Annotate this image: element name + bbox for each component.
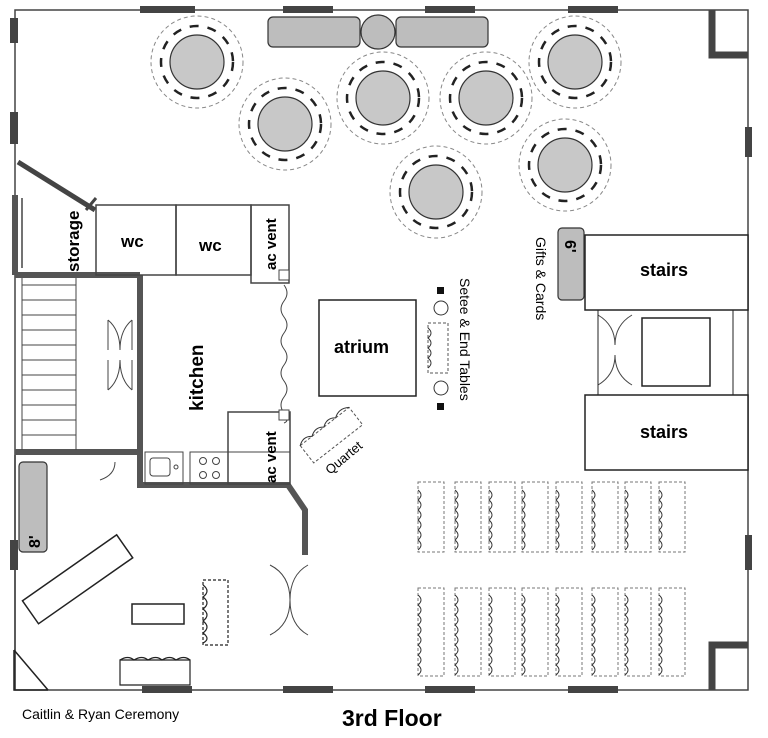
atrium-label: atrium <box>334 337 389 357</box>
setee-label: Setee & End Tables <box>457 278 473 401</box>
round-table <box>389 145 483 239</box>
round-table <box>238 77 332 171</box>
doors <box>99 314 633 636</box>
table-8-label: 8' <box>27 535 44 548</box>
left-stairs <box>21 278 77 450</box>
eight-foot-table <box>18 461 48 553</box>
ceremony-chairs <box>417 481 686 677</box>
event-title: Caitlin & Ryan Ceremony <box>22 706 179 722</box>
stairs-label-top: stairs <box>640 260 688 280</box>
storage-label: storage <box>64 211 83 272</box>
lower-left-seating <box>119 579 229 686</box>
round-table <box>528 15 622 109</box>
round-tables <box>150 15 622 239</box>
ac-vent-label-top: ac vent <box>263 218 280 270</box>
round-table <box>336 51 430 145</box>
interior-thin-walls <box>14 159 291 690</box>
table-6-label: 6' <box>561 240 578 253</box>
floor-title: 3rd Floor <box>342 705 442 731</box>
corner-walls <box>708 10 748 690</box>
round-table <box>439 51 533 145</box>
kitchen-appliances <box>144 451 291 485</box>
ac-vent-label-bottom: ac vent <box>263 431 280 483</box>
round-table <box>518 118 612 212</box>
vent-box-bottom <box>278 409 290 421</box>
lower-left-furniture <box>13 533 185 691</box>
chair-scallops <box>417 489 663 676</box>
vent-box-top <box>278 269 290 281</box>
curtain <box>280 284 288 424</box>
stairs-label-bottom: stairs <box>640 422 688 442</box>
wc-label-1: wc <box>120 232 144 251</box>
atrium-box <box>318 299 417 397</box>
right-stairs <box>584 234 749 471</box>
wc-label-2: wc <box>198 236 222 255</box>
outer-walls <box>14 9 749 691</box>
wall-markers <box>10 6 752 693</box>
gifts-label: Gifts & Cards <box>533 237 549 320</box>
round-table <box>150 15 244 109</box>
head-tables <box>267 14 489 50</box>
setee-end-tables <box>427 287 449 410</box>
gift-table <box>557 227 585 301</box>
kitchen-label: kitchen <box>187 344 208 411</box>
quartet-seats <box>299 406 364 464</box>
